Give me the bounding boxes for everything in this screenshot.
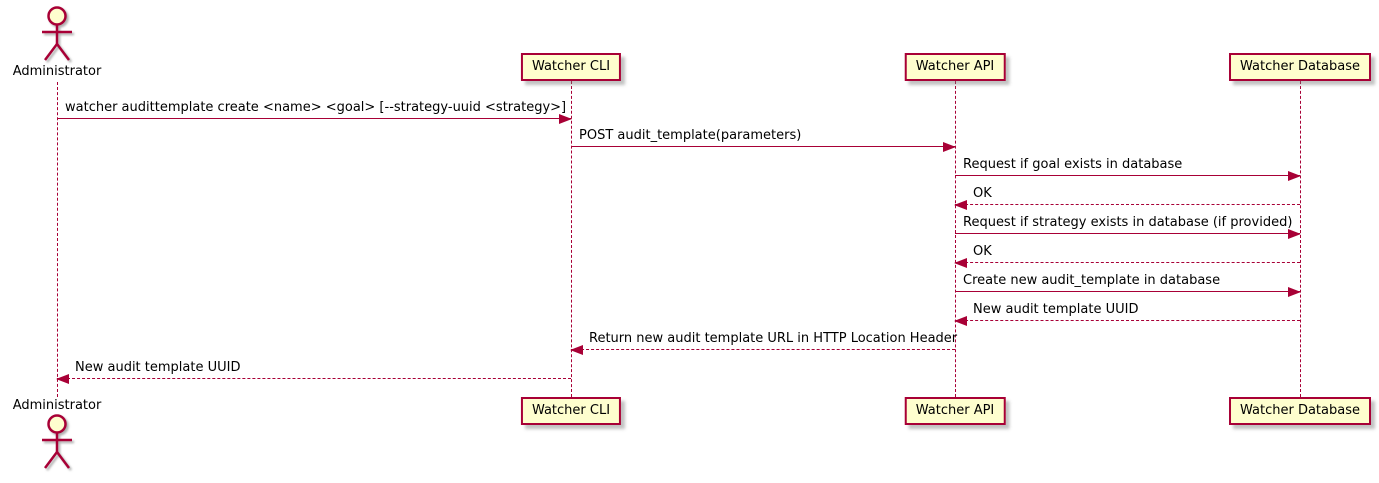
arrow-right-icon <box>559 114 572 124</box>
message-label: Request if goal exists in database <box>963 157 1183 172</box>
participant-watcher-api-top: Watcher API <box>904 53 1006 81</box>
participant-watcher-cli-bottom: Watcher CLI <box>520 397 622 425</box>
message-3-request-goal-exists: Request if goal exists in database <box>955 157 1301 181</box>
arrow-left-icon <box>954 258 967 268</box>
participant-watcher-database-bottom: Watcher Database <box>1229 397 1371 425</box>
arrow-left-icon <box>954 316 967 326</box>
arrow-left-icon <box>570 345 583 355</box>
arrow-left-icon <box>56 374 69 384</box>
message-9-return-url-location-header: Return new audit template URL in HTTP Lo… <box>570 331 957 355</box>
arrow-right-icon <box>943 142 956 152</box>
actor-icon <box>42 414 72 469</box>
message-label: OK <box>973 244 992 259</box>
participant-watcher-cli-top: Watcher CLI <box>520 53 622 81</box>
message-8-new-audit-template-uuid: New audit template UUID <box>954 302 1300 326</box>
message-4-ok: OK <box>954 186 1300 210</box>
arrow-right-icon <box>1288 287 1301 297</box>
message-label: watcher audittemplate create <name> <goa… <box>65 100 567 115</box>
message-label: Create new audit_template in database <box>963 273 1221 288</box>
lifeline-watcher-api <box>955 81 956 397</box>
message-label: Return new audit template URL in HTTP Lo… <box>589 331 958 346</box>
message-label: POST audit_template(parameters) <box>579 128 802 143</box>
lifeline-watcher-cli <box>571 81 572 397</box>
arrow-right-icon <box>1288 229 1301 239</box>
arrow-right-icon <box>1288 171 1301 181</box>
message-label: OK <box>973 186 992 201</box>
participant-watcher-database-top: Watcher Database <box>1229 53 1371 81</box>
lifeline-administrator <box>57 82 58 397</box>
message-6-ok: OK <box>954 244 1300 268</box>
message-label: New audit template UUID <box>973 302 1139 317</box>
arrow-left-icon <box>954 200 967 210</box>
message-label: Request if strategy exists in database (… <box>963 215 1293 230</box>
actor-icon <box>42 6 72 61</box>
message-10-new-audit-template-uuid: New audit template UUID <box>56 360 571 384</box>
actor-label-top: Administrator <box>12 64 102 79</box>
participant-watcher-api-bottom: Watcher API <box>904 397 1006 425</box>
lifeline-watcher-database <box>1300 81 1301 397</box>
message-1-create-audittemplate: watcher audittemplate create <name> <goa… <box>57 100 572 124</box>
actor-label-bottom: Administrator <box>12 398 102 413</box>
message-label: New audit template UUID <box>75 360 241 375</box>
message-2-post-audit-template: POST audit_template(parameters) <box>571 128 956 152</box>
message-5-request-strategy-exists: Request if strategy exists in database (… <box>955 215 1301 239</box>
message-7-create-audit-template: Create new audit_template in database <box>955 273 1301 297</box>
